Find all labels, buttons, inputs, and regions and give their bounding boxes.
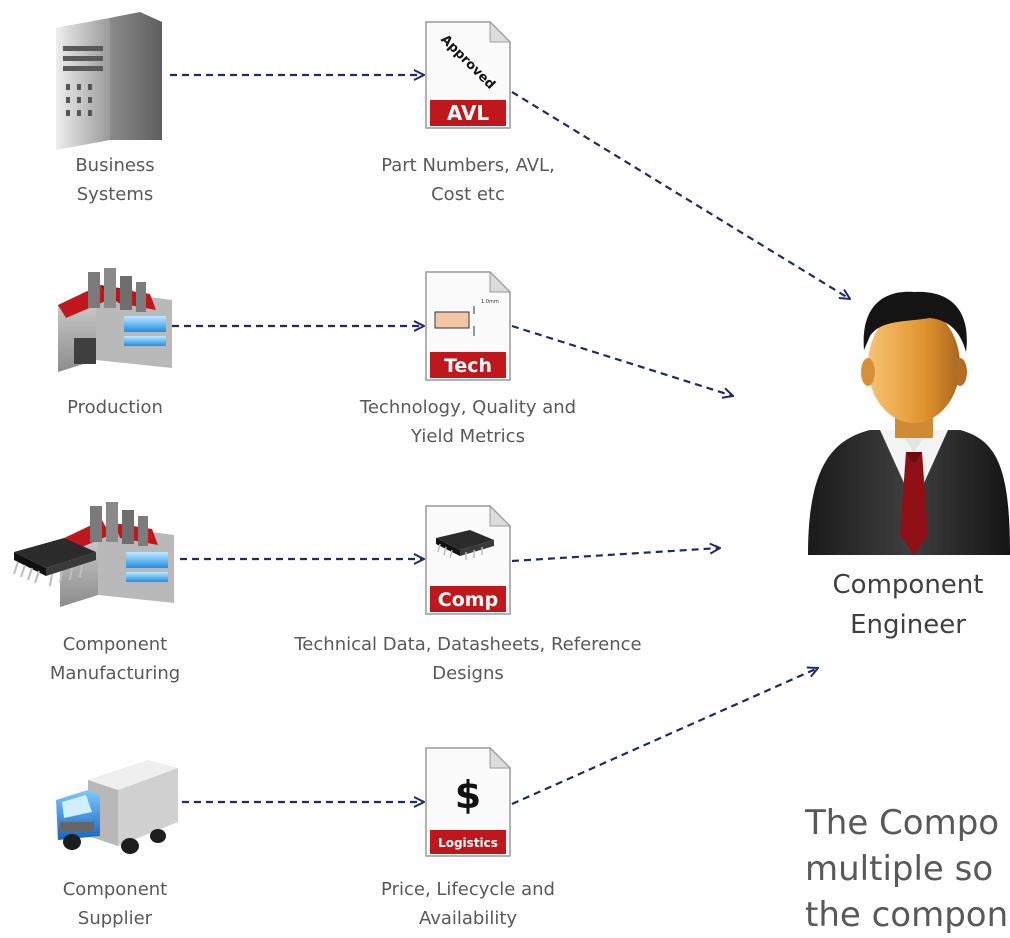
arrow-logistics-to-engineer [511, 668, 818, 806]
doc-label-line: Availability [418, 908, 518, 929]
logistics-doc-tag: Logistics [438, 836, 498, 850]
doc-label-part-numbers: Part Numbers, AVL, Cost etc [318, 151, 618, 209]
source-label-line: Manufacturing [49, 663, 181, 684]
source-label-component-supplier: Component Supplier [35, 875, 195, 933]
doc-label-line: Designs [432, 663, 504, 684]
doc-label-technical-data: Technical Data, Datasheets, Reference De… [248, 630, 688, 688]
factory-icon [58, 268, 172, 372]
source-label-component-manufacturing: Component Manufacturing [25, 630, 205, 688]
source-label-business-systems: Business Systems [35, 151, 195, 209]
source-label-line: Production [67, 397, 163, 418]
doc-label-technology: Technology, Quality and Yield Metrics [318, 393, 618, 451]
engineer-label-line: Component [832, 570, 984, 600]
doc-label-line: Technology, Quality and [359, 397, 577, 418]
source-label-line: Component [62, 634, 168, 655]
source-label-line: Component [62, 879, 168, 900]
caption-line: multiple so [805, 849, 994, 889]
source-label-production: Production [35, 393, 195, 422]
arrow-comp-to-engineer [511, 548, 720, 563]
dollar-symbol: $ [455, 773, 481, 817]
doc-label-line: Technical Data, Datasheets, Reference [294, 634, 642, 655]
doc-label-line: Yield Metrics [411, 426, 525, 447]
factory-chip-icon [13, 502, 174, 607]
source-label-line: Systems [76, 184, 154, 205]
chip-document-icon: Comp [425, 504, 512, 615]
tech-doc-tag: Tech [444, 355, 492, 377]
doc-label-price: Price, Lifecycle and Availability [318, 875, 618, 933]
tech-document-icon: 1.0mm Tech [425, 270, 512, 381]
doc-label-line: Price, Lifecycle and [381, 879, 555, 900]
arrow-avl-to-engineer [511, 91, 850, 299]
approved-document-icon: AVL Approved [425, 20, 512, 129]
server-icon [56, 12, 162, 150]
truck-icon [56, 760, 178, 854]
source-label-line: Supplier [77, 908, 153, 929]
engineer-icon [808, 291, 1010, 555]
doc-label-line: Part Numbers, AVL, [381, 155, 555, 176]
tech-dimension-label: 1.0mm [481, 299, 499, 305]
source-label-line: Business [75, 155, 155, 176]
caption-line: The Compo [805, 803, 1000, 843]
engineer-label-line: Engineer [850, 610, 966, 640]
engineer-label: Component Engineer [808, 565, 1008, 645]
caption-text: The Compo multiple so the compon [805, 800, 1008, 938]
arrow-tech-to-engineer [511, 324, 733, 396]
caption-line: the compon [805, 895, 1009, 935]
doc-label-line: Cost etc [431, 184, 505, 205]
avl-doc-tag: AVL [447, 101, 490, 125]
dollar-document-icon: $ Logistics [425, 746, 512, 857]
comp-doc-tag: Comp [438, 589, 498, 611]
